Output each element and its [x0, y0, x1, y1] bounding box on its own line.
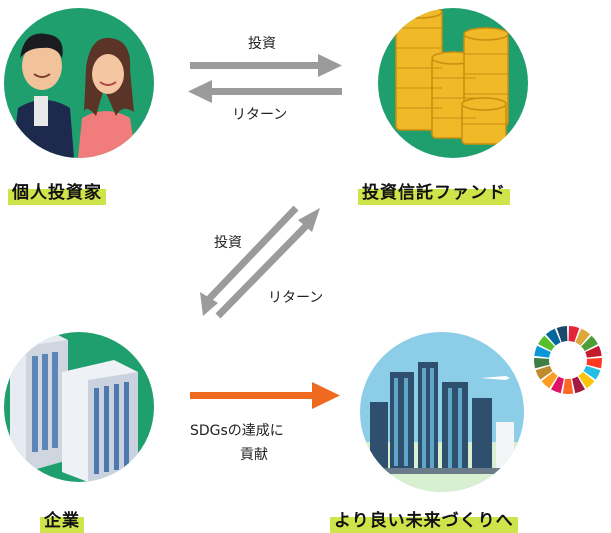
sdgs-wheel-segment	[534, 357, 550, 369]
sdgs-wheel-segment	[538, 335, 555, 352]
company-label: 企業	[40, 504, 84, 533]
city-skyline-icon	[360, 362, 524, 492]
fund-label: 投資信託ファンド	[358, 176, 510, 205]
sdgs-wheel-segment	[583, 365, 601, 380]
sdgs-wheel-icon	[534, 326, 602, 394]
sdgs-wheel-segment	[586, 357, 602, 369]
sdgs-wheel-segment	[534, 345, 551, 358]
diag-invest-text: 投資	[214, 235, 242, 251]
sdgs-wheel-segment	[568, 326, 580, 343]
investor-illustration	[4, 8, 154, 158]
sdgs-text-line2: 貢献	[240, 447, 268, 463]
sdgs-wheel-segment	[585, 345, 602, 358]
coins-icon	[395, 8, 509, 145]
sdgs-wheel-segment	[572, 376, 586, 394]
sdgs-wheel-segment	[562, 378, 574, 394]
top-return-text: リターン	[232, 107, 288, 123]
sdgs-text-line1: SDGsの達成に	[190, 423, 284, 439]
invest-arrow-right	[190, 54, 342, 77]
investor-label: 個人投資家	[8, 176, 106, 205]
sdgs-wheel-segment	[556, 326, 568, 343]
sdgs-wheel-segment	[575, 328, 591, 346]
company-illustration	[4, 332, 154, 482]
sdgs-wheel-segment	[545, 328, 561, 346]
diag-return-text: リターン	[268, 290, 324, 306]
sdgs-arrow	[190, 382, 340, 409]
sdgs-wheel-segment	[541, 371, 558, 389]
sdgs-wheel-segment	[535, 365, 553, 380]
couple-icon	[12, 33, 136, 158]
return-arrow-left	[188, 80, 342, 103]
fund-illustration	[378, 8, 528, 158]
sdgs-wheel-segment	[581, 335, 598, 352]
sdgs-wheel-segment	[550, 376, 564, 394]
sdgs-wheel-segment	[578, 371, 595, 389]
future-label: より良い未来づくりへ	[330, 504, 518, 533]
future-city-illustration	[360, 332, 524, 492]
top-invest-text: 投資	[248, 36, 276, 52]
office-buildings-icon	[10, 332, 138, 482]
